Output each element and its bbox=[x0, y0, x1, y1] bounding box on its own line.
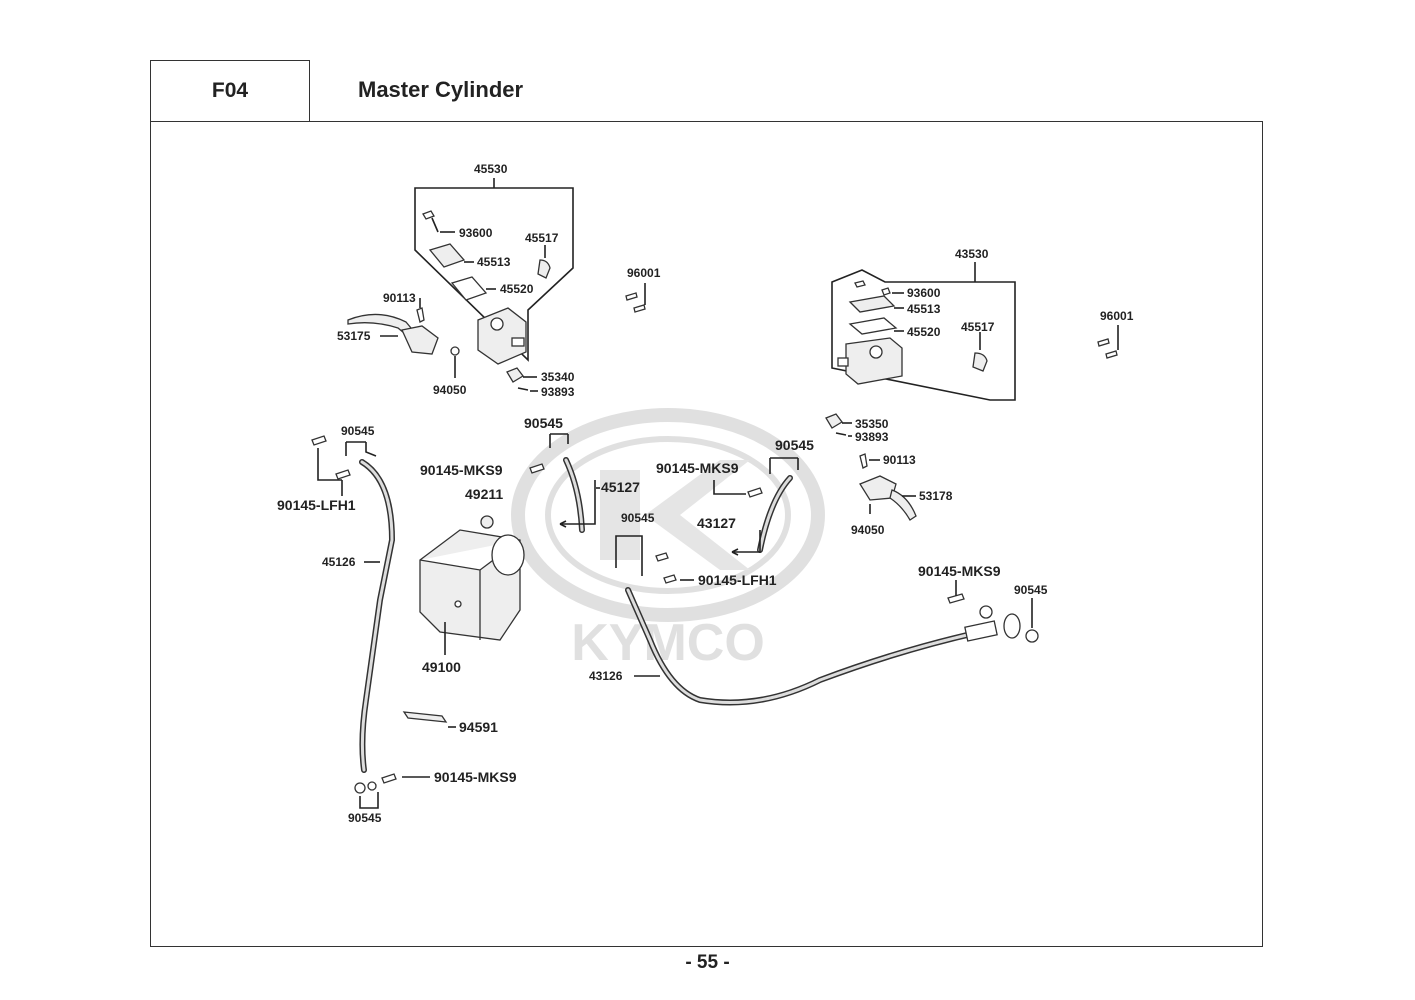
part-label-96001-middle: 96001 bbox=[627, 266, 661, 280]
part-label-93893-right: 93893 bbox=[855, 430, 889, 444]
reservoir-cap-icon bbox=[848, 295, 896, 313]
part-label-49100: 49100 bbox=[422, 659, 461, 675]
banjo-bolt-icon bbox=[529, 463, 545, 474]
part-label-43126: 43126 bbox=[589, 669, 623, 683]
banjo-fitting-icon bbox=[354, 773, 397, 794]
part-label-93600-right: 93600 bbox=[907, 286, 941, 300]
kymco-watermark: KYMCO bbox=[511, 408, 825, 672]
kit-45530-outline bbox=[414, 187, 574, 362]
reservoir-cap-icon bbox=[428, 243, 466, 268]
clamp-icon bbox=[972, 352, 988, 372]
part-label-53178: 53178 bbox=[919, 489, 953, 503]
part-label-53175: 53175 bbox=[337, 329, 371, 343]
part-label-90113-right: 90113 bbox=[883, 453, 916, 467]
banjo-fitting-icon bbox=[964, 613, 1021, 642]
part-label-90145-mks9-right-mid: 90145-MKS9 bbox=[656, 460, 739, 476]
part-label-90145-lfh1-left: 90145-LFH1 bbox=[277, 497, 356, 513]
part-label-90545-right: 90545 bbox=[1014, 583, 1048, 597]
watermark-text: KYMCO bbox=[571, 614, 765, 672]
part-label-94050-right: 94050 bbox=[851, 523, 885, 537]
nut-icon bbox=[450, 346, 460, 356]
part-label-35350: 35350 bbox=[855, 417, 889, 431]
clamp-icon bbox=[537, 259, 551, 279]
part-label-90145-lfh1-right: 90145-LFH1 bbox=[698, 572, 777, 588]
screw-icon bbox=[854, 280, 866, 288]
master-cylinder-body-icon bbox=[837, 337, 903, 385]
mount-grommet-icon bbox=[480, 515, 494, 529]
part-label-45520-right: 45520 bbox=[907, 325, 941, 339]
part-label-94050-left: 94050 bbox=[433, 383, 467, 397]
part-label-90113-left: 90113 bbox=[383, 291, 416, 305]
part-label-96001-right: 96001 bbox=[1100, 309, 1134, 323]
page-number: - 55 - bbox=[685, 952, 730, 973]
part-label-45517-right: 45517 bbox=[961, 320, 995, 334]
mirror-bolt-icon bbox=[1097, 338, 1118, 359]
part-label-45127: 45127 bbox=[601, 479, 640, 495]
part-label-45513-left: 45513 bbox=[477, 255, 511, 269]
part-label-90545-upper-mid: 90545 bbox=[524, 415, 563, 431]
banjo-bolt-icon bbox=[655, 552, 677, 584]
part-label-93893-left: 93893 bbox=[541, 385, 575, 399]
pivot-bolt-icon bbox=[859, 453, 868, 469]
part-label-45126: 45126 bbox=[322, 555, 356, 569]
brake-switch-icon bbox=[825, 413, 843, 429]
banjo-bolt-icon bbox=[947, 593, 965, 604]
master-cylinder-body-icon bbox=[477, 307, 527, 365]
switch-screw-icon bbox=[517, 387, 529, 391]
pivot-bolt-icon bbox=[416, 307, 425, 323]
part-label-90545-bottom: 90545 bbox=[348, 811, 382, 825]
brake-lever-right-icon bbox=[859, 475, 917, 521]
part-label-45520-left: 45520 bbox=[500, 282, 534, 296]
switch-screw-icon bbox=[835, 432, 847, 436]
page-header: F04 Master Cylinder bbox=[150, 60, 1264, 122]
part-label-45530: 45530 bbox=[474, 162, 508, 176]
part-label-90145-mks9-upper: 90145-MKS9 bbox=[420, 462, 503, 478]
banjo-bolt-icon bbox=[747, 487, 763, 498]
part-label-49211: 49211 bbox=[465, 486, 503, 502]
part-label-90545-right-mid: 90545 bbox=[775, 437, 814, 453]
mirror-bolt-icon bbox=[625, 292, 646, 313]
page-title: Master Cylinder bbox=[358, 77, 524, 102]
part-label-43127: 43127 bbox=[697, 515, 736, 531]
part-label-45517-left: 45517 bbox=[525, 231, 559, 245]
diaphragm-icon bbox=[450, 276, 488, 301]
part-label-90145-mks9-right: 90145-MKS9 bbox=[918, 563, 1001, 579]
diaphragm-icon bbox=[848, 317, 898, 335]
bracket-strip-icon bbox=[402, 711, 448, 723]
brake-lever-left-icon bbox=[347, 313, 439, 355]
part-label-35340: 35340 bbox=[541, 370, 575, 384]
screw-icon bbox=[422, 210, 439, 233]
diagram-frame bbox=[150, 121, 1263, 947]
part-label-43530: 43530 bbox=[955, 247, 989, 261]
part-label-93600-left: 93600 bbox=[459, 226, 493, 240]
banjo-bolt-icon bbox=[311, 435, 351, 480]
part-label-90545-lower-mid: 90545 bbox=[621, 511, 655, 525]
brake-switch-icon bbox=[506, 367, 524, 383]
part-label-94591: 94591 bbox=[459, 719, 498, 735]
part-label-90545-top-left: 90545 bbox=[341, 424, 375, 438]
abs-modulator-icon bbox=[419, 529, 525, 641]
part-label-90145-mks9-bottom: 90145-MKS9 bbox=[434, 769, 517, 785]
part-label-45513-right: 45513 bbox=[907, 302, 941, 316]
